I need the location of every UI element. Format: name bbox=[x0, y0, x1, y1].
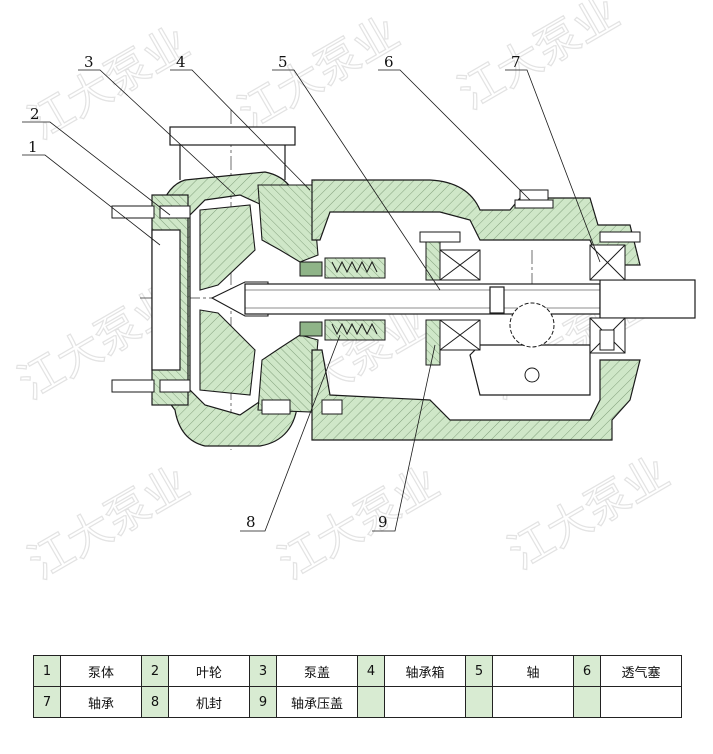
part-name-cell: 轴 bbox=[492, 655, 574, 687]
bolts bbox=[111, 205, 641, 415]
callout-9: 9 bbox=[378, 513, 388, 531]
part-number-cell bbox=[357, 686, 385, 718]
part-name-cell: 轴承箱 bbox=[384, 655, 466, 687]
part-number-cell: 9 bbox=[249, 686, 277, 718]
part-number-cell: 6 bbox=[573, 655, 601, 687]
part-number-cell: 3 bbox=[249, 655, 277, 687]
watermark-text: 江大泵业 bbox=[20, 457, 198, 589]
callout-3: 3 bbox=[84, 53, 94, 71]
part-name-cell bbox=[492, 686, 574, 718]
table-row: 7 轴承 8 机封 9 轴承压盖 bbox=[33, 686, 682, 718]
part-number-cell: 5 bbox=[465, 655, 493, 687]
part-number-cell: 8 bbox=[141, 686, 169, 718]
part-number-cell: 2 bbox=[141, 655, 169, 687]
callout-2: 2 bbox=[30, 105, 40, 123]
watermark-text: 江大泵业 bbox=[500, 447, 678, 579]
part-name-cell bbox=[384, 686, 466, 718]
watermark-text: 江大泵业 bbox=[270, 457, 448, 589]
part-name-cell: 泵体 bbox=[60, 655, 142, 687]
part-number-cell: 1 bbox=[33, 655, 61, 687]
leader-lines bbox=[22, 69, 601, 532]
callout-5: 5 bbox=[278, 53, 288, 71]
callout-4: 4 bbox=[176, 53, 186, 71]
parts-list-table: 1 泵体 2 叶轮 3 泵盖 4 轴承箱 5 轴 6 透气塞 7 轴承 8 机封… bbox=[33, 655, 682, 718]
part-number-cell: 7 bbox=[33, 686, 61, 718]
part-name-cell: 轴承 bbox=[60, 686, 142, 718]
callout-7: 7 bbox=[511, 53, 521, 71]
part-name-cell: 轴承压盖 bbox=[276, 686, 358, 718]
part-number-cell: 4 bbox=[357, 655, 385, 687]
vent-plug bbox=[514, 189, 554, 209]
bearing-gland bbox=[425, 239, 441, 366]
part-name-cell: 叶轮 bbox=[168, 655, 250, 687]
part-name-cell bbox=[600, 686, 682, 718]
table-row: 1 泵体 2 叶轮 3 泵盖 4 轴承箱 5 轴 6 透气塞 bbox=[33, 655, 682, 687]
watermark-text: 江大泵业 bbox=[230, 7, 408, 139]
oil-ring bbox=[509, 302, 555, 383]
callout-6: 6 bbox=[384, 53, 394, 71]
shaft bbox=[244, 279, 696, 319]
pump-cover bbox=[257, 184, 319, 413]
pump-cross-section-drawing: 江大泵业 江大泵业 江大泵业 江大泵业 江大泵业 江大泵业 江大泵业 江大泵业 … bbox=[9, 0, 696, 590]
part-number-cell bbox=[573, 686, 601, 718]
part-number-cell bbox=[465, 686, 493, 718]
callout-labels: 1 2 3 4 5 6 7 8 9 bbox=[28, 53, 521, 531]
callout-1: 1 bbox=[28, 138, 38, 156]
mechanical-seal bbox=[299, 257, 386, 341]
part-name-cell: 泵盖 bbox=[276, 655, 358, 687]
callout-8: 8 bbox=[246, 513, 256, 531]
part-name-cell: 机封 bbox=[168, 686, 250, 718]
part-name-cell: 透气塞 bbox=[600, 655, 682, 687]
